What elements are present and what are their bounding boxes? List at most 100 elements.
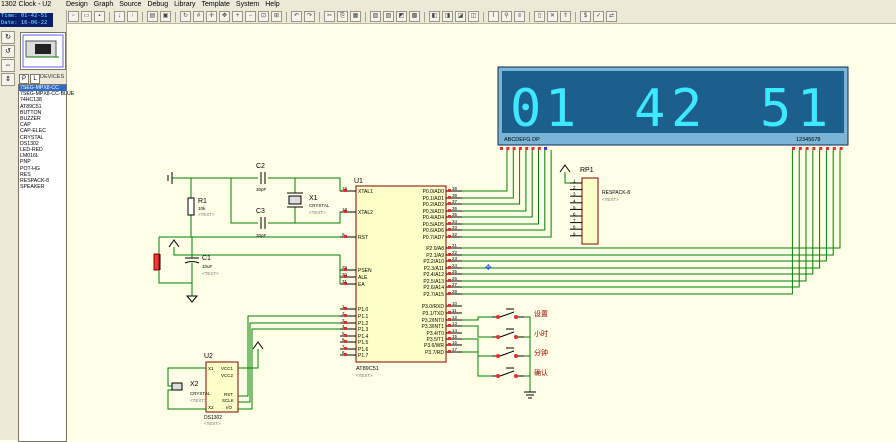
rp1-respack[interactable]: RP1 RESPACK-8 <TEXT> <box>580 167 630 245</box>
cut-icon[interactable]: ✂ <box>324 11 335 22</box>
device-item[interactable]: LED-RED <box>20 147 43 154</box>
exit-parent-icon[interactable]: ⇑ <box>560 11 571 22</box>
pushbutton[interactable] <box>488 307 522 321</box>
zoom-all-icon[interactable]: ⊡ <box>258 11 269 22</box>
remove-sheet-icon[interactable]: ✕ <box>547 11 558 22</box>
u1-chip[interactable]: U1 AT89C51 <TEXT> <box>354 178 447 378</box>
device-item[interactable]: AT89C51 <box>20 103 42 110</box>
block-move-icon[interactable]: ▨ <box>383 11 394 22</box>
pushbutton[interactable] <box>488 327 522 341</box>
x2-crystal[interactable]: X2 CRYSTAL <TEXT> <box>171 381 211 403</box>
redo-icon[interactable]: ↷ <box>304 11 315 22</box>
u1-pin-name: EA <box>358 282 365 288</box>
menu-source[interactable]: Source <box>119 1 142 8</box>
device-item[interactable]: PNP <box>20 159 31 166</box>
menu-template[interactable]: Template <box>201 1 230 8</box>
wire <box>524 375 531 392</box>
new-sheet-icon[interactable]: ▯ <box>534 11 545 22</box>
menu-graph[interactable]: Graph <box>93 1 114 8</box>
device-item[interactable]: 74HC138 <box>20 97 42 104</box>
menu-debug[interactable]: Debug <box>147 1 169 8</box>
print-icon[interactable]: ▤ <box>147 11 158 22</box>
decompose-icon[interactable]: ◫ <box>468 11 479 22</box>
wire-autorouter-icon[interactable]: ⌇ <box>488 11 499 22</box>
u1-pin-num: 1 <box>342 304 345 309</box>
rotate-ccw-icon[interactable]: ↺ <box>1 45 15 58</box>
menu-design[interactable]: Design <box>66 1 88 8</box>
device-item[interactable]: CAP <box>20 122 31 129</box>
pick-device-icon[interactable]: ◧ <box>429 11 440 22</box>
zoom-area-icon[interactable]: ⊞ <box>271 11 282 22</box>
zoom-in-icon[interactable]: + <box>232 11 243 22</box>
u1-pin-marker <box>448 318 451 321</box>
device-item[interactable]: POT-HG <box>20 165 40 172</box>
device-item[interactable]: LM016L <box>20 153 39 160</box>
electrical-rules-icon[interactable]: ✓ <box>593 11 604 22</box>
pan-icon[interactable]: ✥ <box>219 11 230 22</box>
u1-pin-name: P1.4 <box>358 334 369 340</box>
origin-icon[interactable]: ✛ <box>206 11 217 22</box>
device-item[interactable]: BUTTON <box>20 109 42 116</box>
rotate-cw-icon[interactable]: ↻ <box>1 31 15 44</box>
search-icon[interactable]: ⚲ <box>501 11 512 22</box>
wire <box>524 316 531 392</box>
device-item[interactable]: 7SEG-MPX8-CC-BLUE <box>20 91 75 98</box>
menu-library[interactable]: Library <box>174 1 196 8</box>
open-icon[interactable]: ▭ <box>81 11 92 22</box>
package-tool-icon[interactable]: ◪ <box>455 11 466 22</box>
copy-icon[interactable]: ⎘ <box>337 11 348 22</box>
area-icon[interactable]: ▣ <box>160 11 171 22</box>
save-icon[interactable]: ▪ <box>94 11 105 22</box>
c3-capacitor[interactable]: C3 30pF <box>256 208 267 238</box>
lcd-line-2: Date: 16-06-22 <box>1 20 48 26</box>
device-item[interactable]: DS1302 <box>20 140 39 147</box>
mirror-x-icon[interactable]: ⇔ <box>1 59 15 72</box>
paste-icon[interactable]: ▦ <box>350 11 361 22</box>
device-item[interactable]: CAP-ELEC <box>20 128 46 135</box>
device-item[interactable]: 7SEG-MPX8-CC <box>19 85 66 92</box>
c1-capacitor[interactable]: C1 10uF <TEXT> <box>184 255 219 276</box>
device-item[interactable]: RES <box>20 171 31 178</box>
menu-help[interactable]: Help <box>265 1 280 8</box>
device-item[interactable]: BUZZER <box>20 116 41 123</box>
pick-tab[interactable]: P <box>19 74 29 84</box>
new-icon[interactable]: ▫ <box>68 11 79 22</box>
u2-ds1302[interactable]: U2 DS1302 <TEXT> X1 X2 VCC1 VCC2 RST SCL… <box>204 353 239 426</box>
device-item[interactable]: CRYSTAL <box>20 134 44 141</box>
block-delete-icon[interactable]: ▩ <box>409 11 420 22</box>
u1-pin-marker <box>344 347 347 350</box>
u1-pin-num: 26 <box>452 276 458 281</box>
make-device-icon[interactable]: ◨ <box>442 11 453 22</box>
u2-pin-io: I/O <box>226 405 233 410</box>
pushbutton[interactable] <box>488 366 522 380</box>
reset-button[interactable] <box>153 253 161 271</box>
wire <box>524 336 531 392</box>
grid-icon[interactable]: # <box>193 11 204 22</box>
property-tool-icon[interactable]: ≡ <box>514 11 525 22</box>
device-item[interactable]: RESPACK-8 <box>20 178 50 185</box>
pushbutton[interactable] <box>488 346 522 360</box>
bill-of-materials-icon[interactable]: $ <box>580 11 591 22</box>
device-item[interactable]: SPEAKER <box>20 184 45 191</box>
undo-icon[interactable]: ↶ <box>291 11 302 22</box>
block-copy-icon[interactable]: ▧ <box>370 11 381 22</box>
x1-crystal[interactable]: X1 CRYSTAL <TEXT> <box>287 192 330 215</box>
r1-resistor[interactable]: R1 10k <TEXT> <box>187 197 215 217</box>
c2-capacitor[interactable]: C2 30pF <box>256 163 267 192</box>
library-tab[interactable]: L <box>30 74 40 84</box>
button-contact <box>496 354 500 358</box>
netlist-icon[interactable]: ⇄ <box>606 11 617 22</box>
u1-pin-num: 12 <box>452 315 458 320</box>
zoom-out-icon[interactable]: − <box>245 11 256 22</box>
u1-pin-num: 35 <box>452 212 458 217</box>
redraw-icon[interactable]: ↻ <box>180 11 191 22</box>
export-icon[interactable]: ↑ <box>127 11 138 22</box>
picker-tabs: P L <box>19 74 40 84</box>
import-icon[interactable]: ↓ <box>114 11 125 22</box>
mirror-y-icon[interactable]: ⇕ <box>1 73 15 86</box>
menu-system[interactable]: System <box>235 1 260 8</box>
block-rotate-icon[interactable]: ◩ <box>396 11 407 22</box>
